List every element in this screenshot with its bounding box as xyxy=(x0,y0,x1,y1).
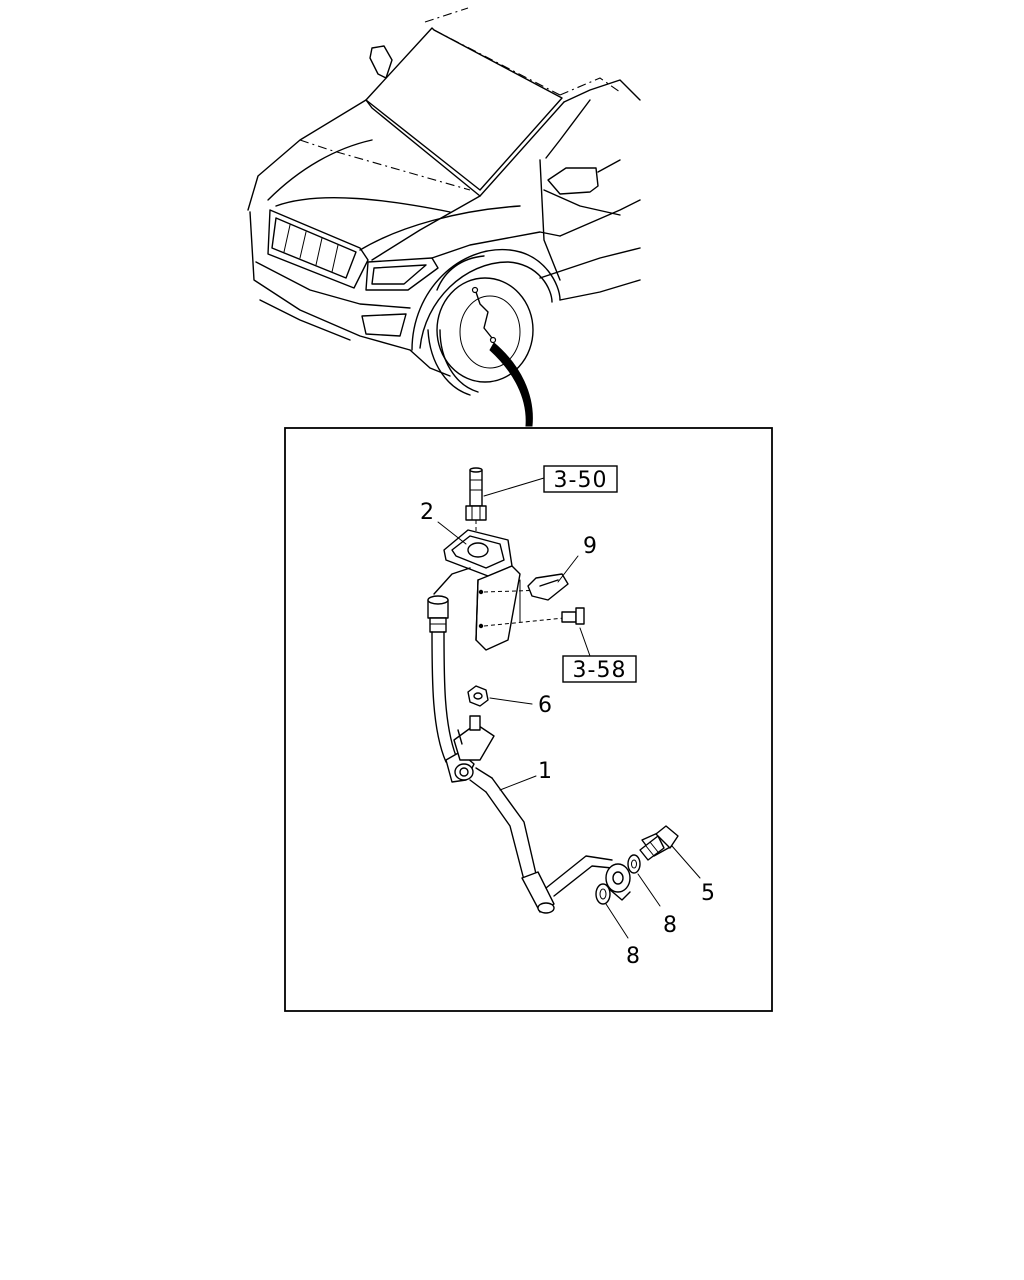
hose-bolt xyxy=(561,607,585,625)
mounting-bracket xyxy=(443,529,521,651)
callout-5: 5 xyxy=(701,881,715,906)
stud-bolt xyxy=(465,467,487,521)
vehicle-illustration xyxy=(247,7,641,396)
detail-pointer xyxy=(489,342,533,427)
ref-label-upper: 3-50 xyxy=(554,468,608,493)
ref-box-upper xyxy=(543,465,618,493)
ref-box-lower xyxy=(562,655,637,683)
flange-nut xyxy=(467,685,489,707)
washer-lower xyxy=(595,883,611,905)
hose-support xyxy=(453,715,495,761)
detail-frame xyxy=(284,427,773,1012)
callout-9: 9 xyxy=(583,534,597,559)
callout-1: 1 xyxy=(538,759,552,784)
callout-8-lower: 8 xyxy=(626,944,640,969)
callout-2: 2 xyxy=(420,500,434,525)
eye-bolt xyxy=(639,825,679,861)
callout-8-upper: 8 xyxy=(663,913,677,938)
washer-upper xyxy=(627,854,641,874)
hose-fitting-upper xyxy=(427,567,471,633)
leader-lines xyxy=(437,477,701,939)
retaining-clip xyxy=(527,573,569,601)
brake-hose xyxy=(431,631,613,914)
callout-6: 6 xyxy=(538,693,552,718)
ref-label-lower: 3-58 xyxy=(573,658,627,683)
banjo-fitting xyxy=(605,863,631,901)
